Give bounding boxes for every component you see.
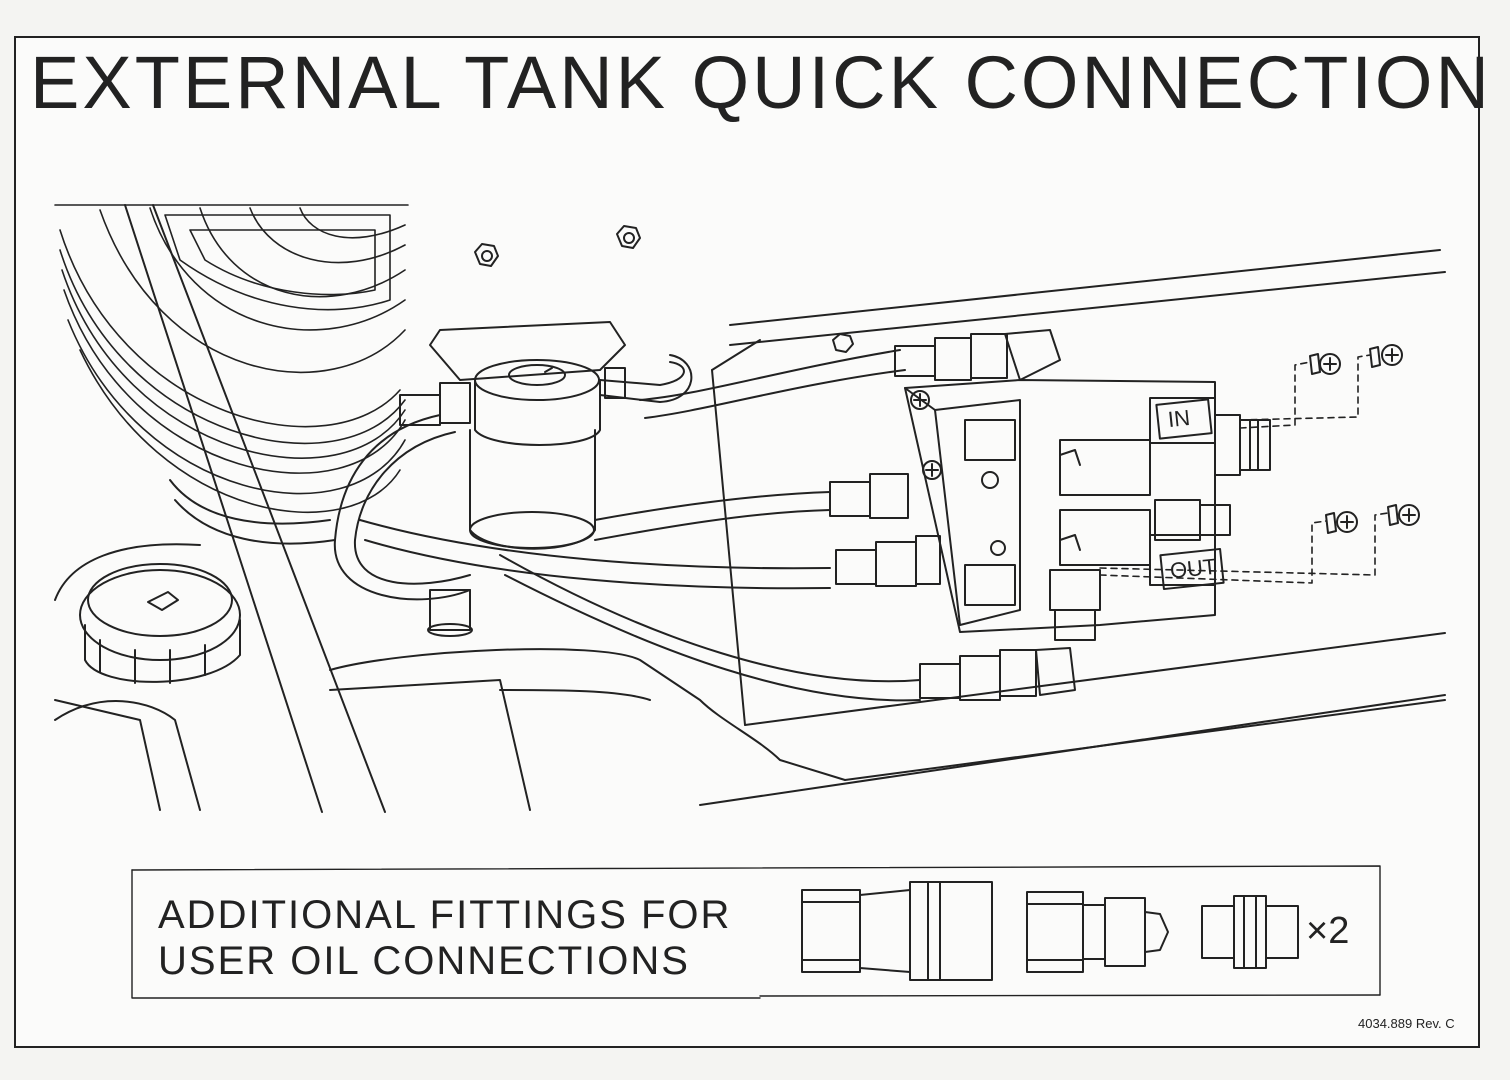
quick-coupler-icon xyxy=(1154,414,1271,541)
quick-coupler-icon xyxy=(801,881,993,981)
frame-beam xyxy=(124,204,386,813)
inlet-label-box xyxy=(1155,398,1213,440)
inlet-label: IN xyxy=(1166,404,1192,433)
fittings-heading-line1: ADDITIONAL FITTINGS FOR xyxy=(158,893,732,937)
valve-block xyxy=(904,379,1216,641)
outlet-label-box xyxy=(1159,547,1225,591)
adapter-fitting-icon xyxy=(1201,895,1299,969)
quantity-label: ×2 xyxy=(1306,910,1350,952)
part-number: 4034.889 Rev. C xyxy=(1358,1016,1455,1031)
fittings-box xyxy=(131,865,1381,999)
page-title: EXTERNAL TANK QUICK CONNECTION xyxy=(30,41,1492,124)
screw-icon xyxy=(1099,344,1420,584)
oil-filter-icon xyxy=(427,321,626,637)
quick-coupler-icon xyxy=(1026,891,1169,973)
outlet-label: OUT xyxy=(1168,553,1218,584)
filler-cap-icon xyxy=(79,563,241,684)
fan-guard-icon xyxy=(54,204,409,513)
tank-outline xyxy=(54,249,1446,811)
hose-fittings xyxy=(399,329,1076,701)
fittings-heading: ADDITIONAL FITTINGS FOR USER OIL CONNECT… xyxy=(158,892,731,984)
fittings-heading-line2: USER OIL CONNECTIONS xyxy=(158,939,690,983)
hose-lines xyxy=(169,349,921,702)
bolt-icon xyxy=(474,225,854,353)
